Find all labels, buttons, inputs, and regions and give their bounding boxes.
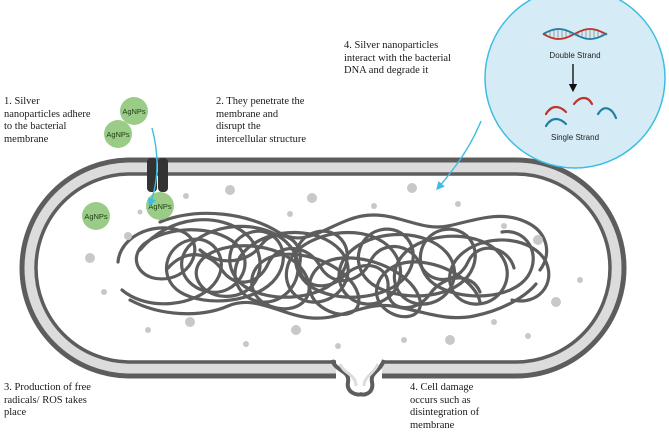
caption-line: place [4,407,27,418]
double-strand-label: Double Strand [549,51,600,60]
caption-line: intercellular structure [216,133,307,145]
ros-dot [183,193,189,199]
ros-dot [291,325,301,335]
nanoparticle: AgNPs [104,120,132,148]
nanoparticle: AgNPs [82,202,110,230]
caption-line: 4. Silver nanoparticles [344,40,439,51]
step-4-caption: 4. Cell damage occurs such as disintegra… [410,382,479,432]
ros-dot [137,209,143,215]
caption-line: disintegration of [410,407,480,418]
ros-dot [287,211,293,217]
nanoparticle-label: AgNPs [122,107,146,116]
caption-line: 1. Silver [4,96,40,107]
caption-line: disrupt the [216,121,261,132]
ros-dot [445,335,455,345]
nanoparticle-sphere [120,97,148,125]
dna-inset: Double Strand Single Strand [484,0,666,169]
ros-dot [401,337,407,343]
nanoparticle-label: AgNPs [84,212,108,221]
step-dna-caption: 4. Silver nanoparticles interact with th… [344,40,451,78]
ros-dot [533,235,543,245]
caption-line: 4. Cell damage [410,382,474,393]
ros-dot [145,327,151,333]
arrow-penetrate [148,127,158,207]
caption-line: membrane and [216,108,279,120]
nanoparticle-sphere [104,120,132,148]
caption-line: membrane [410,419,455,431]
caption-line: to the bacterial [4,121,67,132]
ros-dot [551,297,561,307]
ros-dot [307,193,317,203]
step-3-caption: 3. Production of free radicals/ ROS take… [4,382,91,420]
caption-line: nanoparticles adhere [4,108,91,120]
ros-dot [225,185,235,195]
single-strand-label: Single Strand [551,133,599,142]
ros-dot [501,223,507,229]
double-strand-dna-icon [542,28,608,40]
caption-line: 3. Production of free [4,382,91,393]
step-arrows [148,120,482,207]
membrane-rupture [330,355,386,397]
nucleoid-dna [116,211,551,320]
step-2-caption: 2. They penetrate the membrane and disru… [216,96,306,146]
ros-dot [491,319,497,325]
ros-dot [124,232,132,240]
single-strand-dna-icon [544,96,618,128]
ros-dot [577,277,583,283]
ros-dot [85,253,95,263]
nanoparticle-label: AgNPs [106,130,130,139]
caption-line: membrane [4,133,49,145]
ros-particles [85,183,583,349]
ros-dot [185,317,195,327]
ros-dot [335,343,341,349]
caption-line: radicals/ ROS takes [4,394,87,406]
nanoparticle: AgNPs [120,97,148,125]
step-1-caption: 1. Silver nanoparticles adhere to the ba… [4,96,91,146]
nanoparticle: AgNPs [146,192,174,220]
ros-dot [525,333,531,339]
membrane-pore [147,158,168,192]
caption-line: 2. They penetrate the [216,96,305,107]
ros-dot [455,201,461,207]
nanoparticle-label: AgNPs [148,202,172,211]
caption-line: DNA and degrade it [344,65,429,76]
ros-dot [407,183,417,193]
ros-dot [371,203,377,209]
caption-line: interact with the bacterial [344,52,451,64]
ros-dot [101,289,107,295]
arrow-dna-inset [436,120,482,191]
caption-line: occurs such as [410,394,471,406]
nanoparticle-sphere [82,202,110,230]
helix-strand [542,28,608,40]
ros-dot [243,341,249,347]
